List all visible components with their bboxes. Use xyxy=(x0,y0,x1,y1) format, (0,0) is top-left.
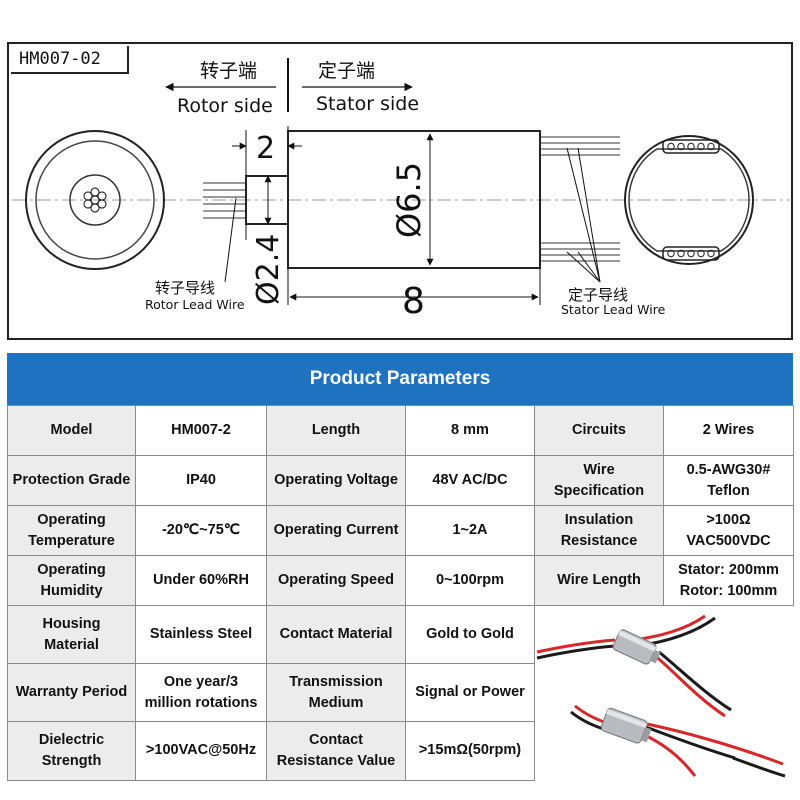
dim-body-diameter-label: Ø6.5 xyxy=(390,162,428,238)
param-label: Protection Grade xyxy=(7,455,136,506)
model-tag: HM007-02 xyxy=(11,46,129,74)
dim-body-length xyxy=(287,268,541,305)
stator-lead-leaders xyxy=(566,147,601,283)
param-label: Model xyxy=(7,405,136,456)
stator-lead-en: Stator Lead Wire xyxy=(561,302,666,317)
stator-side-cn: 定子端 xyxy=(318,60,375,82)
param-label: Wire Length xyxy=(534,555,664,606)
rotor-lead-leader xyxy=(224,197,237,283)
param-value: Stainless Steel xyxy=(135,604,267,665)
dim-shaft-length xyxy=(232,126,302,176)
param-value: >100VAC@50Hz xyxy=(135,721,267,781)
rotor-side-en: Rotor side xyxy=(177,95,273,117)
stator-side-en: Stator side xyxy=(316,93,419,115)
slip-ring-body xyxy=(287,130,541,269)
dim-body-length-label: 8 xyxy=(402,281,425,322)
param-label: Circuits xyxy=(534,405,664,456)
technical-drawing: 转子端 Rotor side 定子端 Stator side xyxy=(12,58,790,322)
param-label: Operating Voltage xyxy=(266,455,406,506)
technical-drawing-panel xyxy=(7,42,793,340)
param-label: Operating Speed xyxy=(266,555,406,606)
param-value: Signal or Power xyxy=(405,663,535,723)
param-label: Dielectric Strength xyxy=(7,721,136,781)
param-value: -20℃~75℃ xyxy=(135,505,267,556)
param-value: Gold to Gold xyxy=(405,604,535,665)
dim-shaft-length-label: 2 xyxy=(256,131,275,166)
rotor-end-view xyxy=(25,130,165,270)
dim-shaft-diameter-label: Ø2.4 xyxy=(251,234,286,305)
param-value: HM007-2 xyxy=(135,405,267,456)
param-value: IP40 xyxy=(135,455,267,506)
rotor-side-cn: 转子端 xyxy=(200,60,257,82)
product-photo xyxy=(535,606,795,780)
param-label: Operating Humidity xyxy=(7,555,136,606)
param-label: Housing Material xyxy=(7,604,136,665)
param-label: Operating Current xyxy=(266,505,406,556)
param-value: >100Ω VAC500VDC xyxy=(663,505,794,556)
rotor-lead-cn: 转子导线 xyxy=(155,279,215,297)
param-value: Stator: 200mm Rotor: 100mm xyxy=(663,555,794,606)
param-value: 2 Wires xyxy=(663,405,794,456)
param-value: 0~100rpm xyxy=(405,555,535,606)
param-value: 8 mm xyxy=(405,405,535,456)
param-value: 0.5-AWG30# Teflon xyxy=(663,455,794,506)
stator-lead-wires xyxy=(540,136,620,262)
param-value: One year/3 million rotations xyxy=(135,663,267,723)
param-label: Operating Temperature xyxy=(7,505,136,556)
param-label: Warranty Period xyxy=(7,663,136,723)
param-label: Insulation Resistance xyxy=(534,505,664,556)
param-label: Transmission Medium xyxy=(266,663,406,723)
param-label: Contact Material xyxy=(266,604,406,665)
params-header: Product Parameters xyxy=(7,353,793,405)
dim-shaft-diameter xyxy=(245,175,272,240)
param-value: 48V AC/DC xyxy=(405,455,535,506)
param-value: Under 60%RH xyxy=(135,555,267,606)
param-value: >15mΩ(50rpm) xyxy=(405,721,535,781)
param-label: Length xyxy=(266,405,406,456)
rotor-lead-wires xyxy=(203,182,246,219)
stator-lead-cn: 定子导线 xyxy=(568,286,628,304)
param-value: 1~2A xyxy=(405,505,535,556)
product-photo-cell xyxy=(534,605,795,780)
stator-end-view xyxy=(624,135,754,265)
param-label: Contact Resistance Value xyxy=(266,721,406,781)
rotor-lead-en: Rotor Lead Wire xyxy=(145,297,245,312)
param-label: Wire Specification xyxy=(534,455,664,506)
